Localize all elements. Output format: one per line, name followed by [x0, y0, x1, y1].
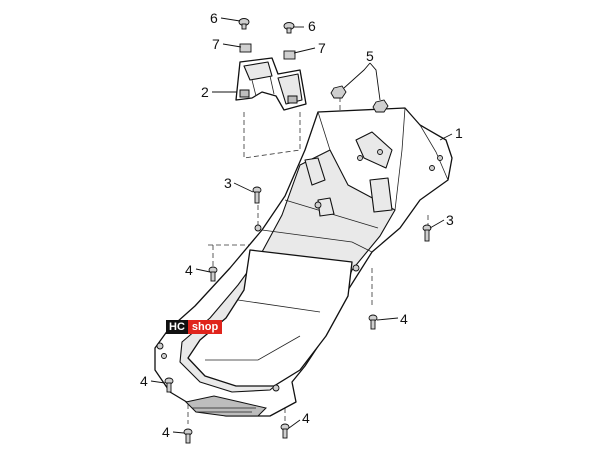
- nut-5-right: [372, 99, 389, 113]
- callout-4: 4: [140, 373, 148, 389]
- bolt-3-left: [252, 186, 262, 204]
- screw-4-e: [280, 423, 290, 439]
- screw-4-c: [164, 377, 174, 393]
- watermark-hc: HC: [166, 320, 188, 334]
- callout-1: 1: [455, 125, 463, 141]
- callout-4: 4: [162, 424, 170, 440]
- callout-5: 5: [366, 48, 374, 64]
- screw-4-a: [208, 266, 218, 282]
- callout-7: 7: [212, 36, 220, 52]
- callout-6: 6: [308, 18, 316, 34]
- callout-3: 3: [446, 212, 454, 228]
- hcshop-watermark-logo: HC shop: [166, 320, 223, 334]
- bracket: [235, 57, 307, 111]
- clip-nut-7-left: [239, 43, 252, 53]
- callout-4: 4: [185, 262, 193, 278]
- nut-5-left: [330, 85, 347, 99]
- callout-3: 3: [224, 175, 232, 191]
- clip-nut-7-right: [283, 50, 296, 60]
- callout-labels: 1 2 3 3 4 4 4 4 4 5 6 6 7 7: [140, 10, 463, 440]
- undertray-panel: [154, 107, 453, 417]
- screw-4-b: [368, 314, 378, 330]
- callout-6: 6: [210, 10, 218, 26]
- callout-4: 4: [400, 311, 408, 327]
- callout-2: 2: [201, 84, 209, 100]
- fastener-parts: [164, 18, 432, 444]
- watermark-shop: shop: [187, 320, 223, 334]
- leader-lines: [150, 17, 453, 434]
- callout-4: 4: [302, 410, 310, 426]
- callout-7: 7: [318, 40, 326, 56]
- screw-4-d: [183, 428, 193, 444]
- bolt-3-right: [422, 224, 432, 242]
